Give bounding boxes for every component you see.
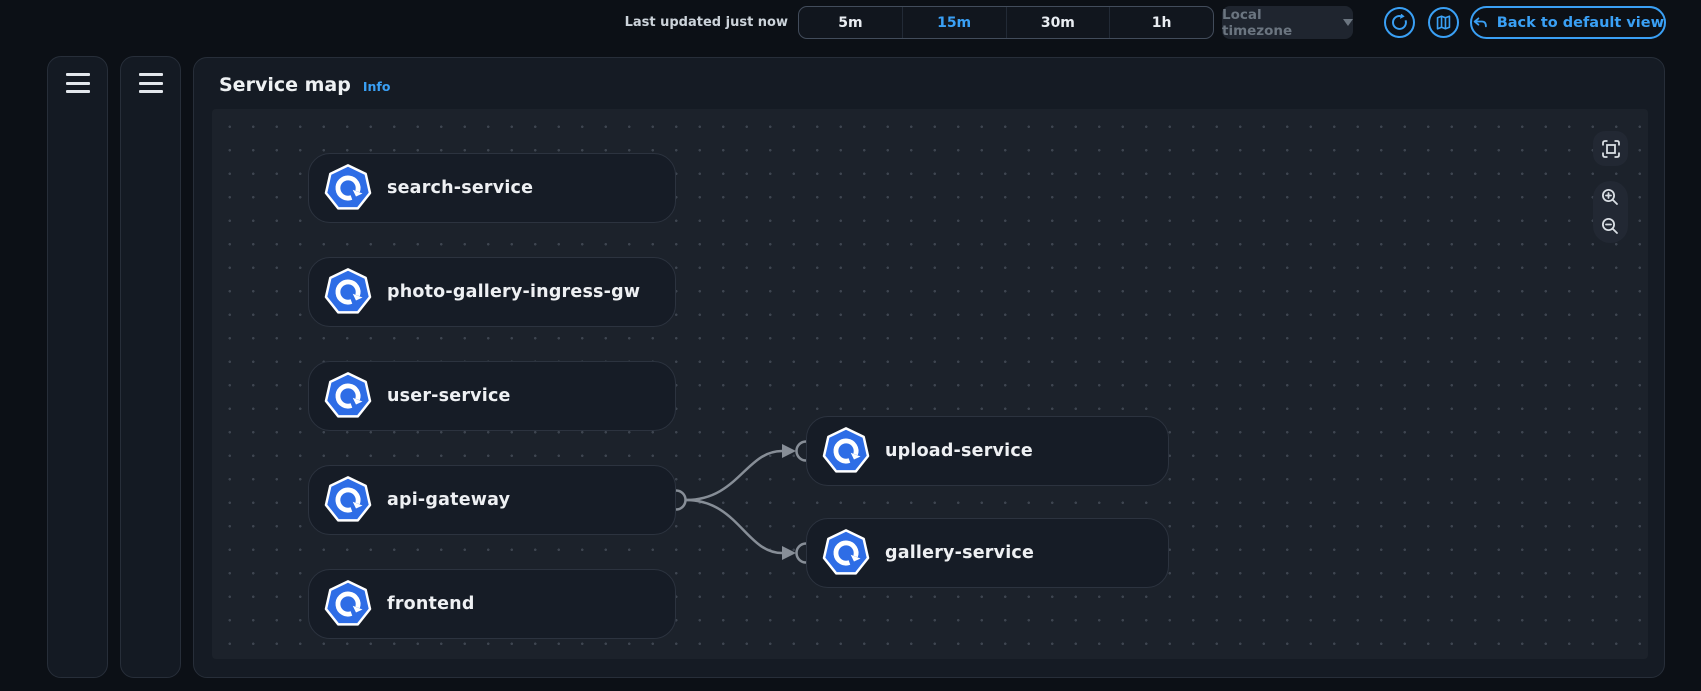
last-updated-text: Last updated just now [624,15,788,30]
kubernetes-service-icon [323,371,373,421]
refresh-icon [1392,14,1407,30]
time-range-1h[interactable]: 1h [1109,7,1213,38]
hamburger-menu-button[interactable] [65,73,90,93]
service-map-canvas[interactable]: search-service photo-gallery-ingress-gw … [212,109,1648,659]
map-legend-icon [1436,15,1451,30]
chevron-down-icon [1343,19,1353,26]
hamburger-menu-icon [65,81,90,85]
arrowhead-icon [782,546,796,560]
node-label: search-service [387,178,534,198]
map-legend-button[interactable] [1428,7,1459,38]
hamburger-menu-button[interactable] [138,73,163,93]
service-node-photo-gallery-ingress-gw[interactable]: photo-gallery-ingress-gw [308,257,676,327]
zoom-out-button[interactable] [1599,214,1623,238]
node-label: api-gateway [387,490,511,510]
fit-to-screen-icon [1601,139,1620,158]
node-label: user-service [387,386,511,406]
kubernetes-service-icon [323,475,373,525]
kubernetes-service-icon [821,528,871,578]
kubernetes-service-icon [323,579,373,629]
hamburger-menu-icon [138,90,163,93]
edge-api-gateway-to-upload-service [685,449,783,502]
zoom-in-icon [1602,189,1618,206]
edge-api-gateway-to-gallery-service [685,498,783,555]
time-range-segmented-control: 5m 15m 30m 1h [798,6,1214,39]
info-link[interactable]: Info [362,79,391,94]
left-rail-primary [47,56,108,678]
left-rail-secondary [120,56,181,678]
node-label: gallery-service [885,543,1035,563]
timezone-dropdown[interactable]: Local timezone [1222,6,1353,39]
service-node-search-service[interactable]: search-service [308,153,676,223]
hamburger-menu-icon [138,73,163,76]
fit-to-screen-button[interactable] [1593,131,1628,166]
zoom-controls [1593,181,1628,243]
kubernetes-service-icon [323,267,373,317]
hamburger-menu-icon [65,73,90,76]
service-node-frontend[interactable]: frontend [308,569,676,639]
time-range-15m[interactable]: 15m [901,7,1006,38]
service-node-user-service[interactable]: user-service [308,361,676,431]
panel-header: Service map Info [219,74,390,96]
hamburger-menu-icon [138,81,163,85]
node-label: photo-gallery-ingress-gw [387,282,641,302]
back-to-default-view-label: Back to default view [1496,14,1664,31]
node-label: upload-service [885,441,1033,461]
zoom-in-button[interactable] [1599,186,1623,210]
refresh-button[interactable] [1384,7,1415,38]
back-to-default-view-button[interactable]: Back to default view [1470,6,1666,39]
zoom-out-icon [1602,217,1618,234]
service-node-upload-service[interactable]: upload-service [806,416,1169,486]
timezone-dropdown-label: Local timezone [1222,6,1293,39]
node-label: frontend [387,594,475,614]
hamburger-menu-icon [65,90,90,93]
service-node-api-gateway[interactable]: api-gateway [308,465,676,535]
service-node-gallery-service[interactable]: gallery-service [806,518,1169,588]
arrowhead-icon [782,444,796,458]
kubernetes-service-icon [323,163,373,213]
service-map-panel: Service map Info search-service photo-ga… [193,57,1665,678]
time-range-30m[interactable]: 30m [1005,7,1110,38]
toolbar: Last updated just now 5m 15m 30m 1h Loca… [0,0,1701,48]
time-range-5m[interactable]: 5m [838,14,863,31]
kubernetes-service-icon [821,426,871,476]
undo-icon [1473,17,1487,28]
page-title: Service map [219,74,351,96]
